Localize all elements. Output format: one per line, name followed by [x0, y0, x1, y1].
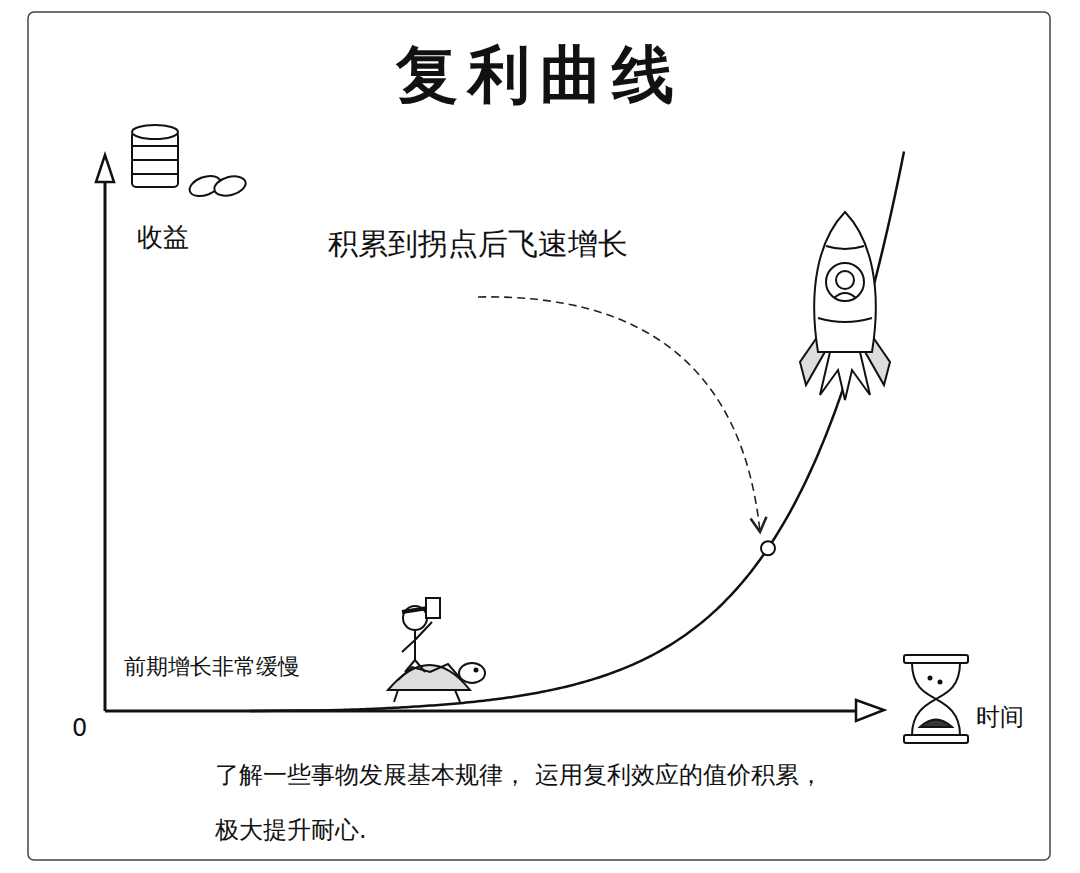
axes [96, 155, 884, 721]
caption: 了解一些事物发展基本规律， 运用复利效应的值价积累，极大提升耐心. [215, 748, 855, 858]
dashed-leader [478, 297, 760, 532]
turning-point [761, 541, 775, 555]
origin-label: 0 [72, 714, 87, 743]
annotation: 积累到拐点后飞速增长 [328, 226, 628, 262]
title: 复利曲线 [396, 38, 684, 112]
rocket-figure [800, 212, 890, 400]
turtle-figure [388, 598, 485, 702]
axis-label: 收益 [137, 222, 189, 253]
axis-label: 时间 [976, 703, 1024, 732]
hourglass-icon [904, 655, 968, 743]
annotation: 前期增长非常缓慢 [124, 654, 300, 680]
frame [28, 12, 1050, 860]
compound-curve [250, 151, 904, 711]
coins-icon [132, 125, 248, 200]
